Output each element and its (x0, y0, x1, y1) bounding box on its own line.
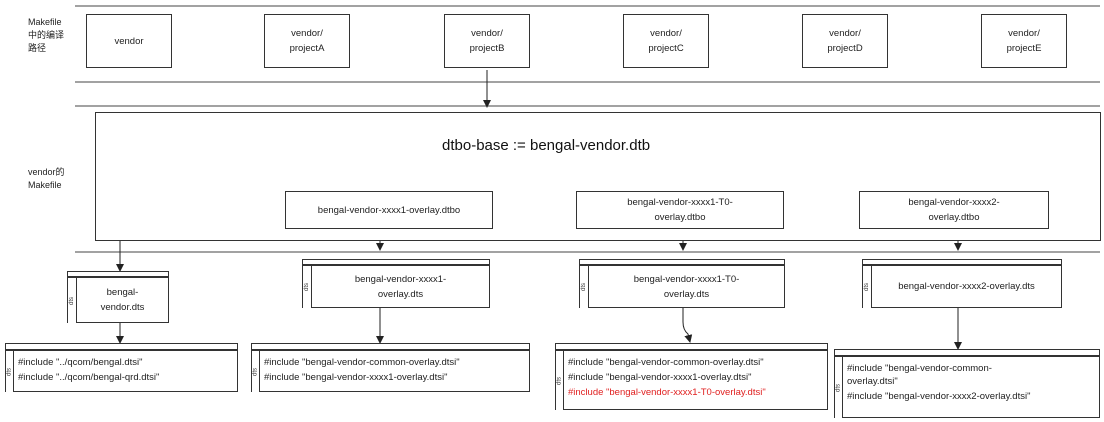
dts-file-2-header (302, 259, 490, 265)
include-box-1-header (5, 343, 238, 350)
include-box-2-lines: #include "bengal-vendor-common-overlay.d… (260, 354, 530, 386)
include-line: #include "../qcom/bengal-qrd.dtsi" (18, 372, 160, 383)
dts-file-4-tab: dts (862, 265, 872, 308)
include-box-1-tab: dts (5, 350, 14, 392)
dts-file-bengal-vendor-xxxx1-overlay: bengal-vendor-xxxx1- overlay.dts (312, 265, 490, 308)
dts-file-bengal-vendor-xxxx1-T0-overlay: bengal-vendor-xxxx1-T0- overlay.dts (589, 265, 785, 308)
lane-label-vendor-makefile: vendor的 Makefile (28, 167, 65, 190)
include-line-highlighted: #include "bengal-vendor-xxxx1-T0-overlay… (568, 387, 766, 398)
include-line: #include "../qcom/bengal.dtsi" (18, 357, 143, 368)
include-box-4 (843, 356, 1100, 418)
overlay-dtbo-xxxx1-T0: bengal-vendor-xxxx1-T0- overlay.dtbo (576, 191, 784, 229)
dir-box-vendor: vendor (86, 14, 172, 68)
include-line: #include "bengal-vendor-xxxx2-overlay.dt… (847, 391, 1031, 402)
dir-box-projectD: vendor/ projectD (802, 14, 888, 68)
arrow-dts3-to-inc3 (682, 308, 693, 343)
include-line: #include "bengal-vendor-common- overlay.… (847, 363, 992, 387)
lane-label-compile-path: Makefile 中的编译 路径 (28, 17, 65, 53)
include-box-1-lines: #include "../qcom/bengal.dtsi" #include … (14, 354, 238, 386)
include-line: #include "bengal-vendor-common-overlay.d… (568, 357, 764, 368)
include-line: #include "bengal-vendor-common-overlay.d… (264, 357, 460, 368)
overlay-dtbo-xxxx1: bengal-vendor-xxxx1-overlay.dtbo (285, 191, 493, 229)
include-box-4-tab: dts (834, 356, 843, 418)
dts-file-4-header (862, 259, 1062, 265)
include-box-3 (564, 350, 828, 410)
include-box-3-tab: dts (555, 350, 564, 410)
dir-box-projectC: vendor/ projectC (623, 14, 709, 68)
dts-file-1-header (67, 271, 169, 277)
include-line: #include "bengal-vendor-xxxx1-overlay.dt… (568, 372, 752, 383)
include-box-3-lines: #include "bengal-vendor-common-overlay.d… (564, 354, 828, 401)
include-box-2-header (251, 343, 530, 350)
dts-file-1-tab: dts (67, 277, 77, 323)
dts-file-2-tab: dts (302, 265, 312, 308)
dir-box-projectE: vendor/ projectE (981, 14, 1067, 68)
dtbo-base-title: dtbo-base := bengal-vendor.dtb (442, 137, 651, 154)
include-box-1 (14, 350, 238, 392)
dts-file-bengal-vendor-xxxx2-overlay: bengal-vendor-xxxx2-overlay.dts (872, 265, 1062, 308)
dts-file-3-header (579, 259, 785, 265)
include-line: #include "bengal-vendor-xxxx1-overlay.dt… (264, 372, 448, 383)
include-box-4-lines: #include "bengal-vendor-common- overlay.… (843, 360, 1100, 405)
include-box-2-tab: dts (251, 350, 260, 392)
dir-box-projectA: vendor/ projectA (264, 14, 350, 68)
dts-file-3-tab: dts (579, 265, 589, 308)
dts-file-bengal-vendor: bengal- vendor.dts (77, 277, 169, 323)
include-box-2 (260, 350, 530, 392)
dir-box-projectB: vendor/ projectB (444, 14, 530, 68)
include-box-4-header (834, 349, 1100, 356)
overlay-dtbo-xxxx2: bengal-vendor-xxxx2- overlay.dtbo (859, 191, 1049, 229)
include-box-3-header (555, 343, 828, 350)
